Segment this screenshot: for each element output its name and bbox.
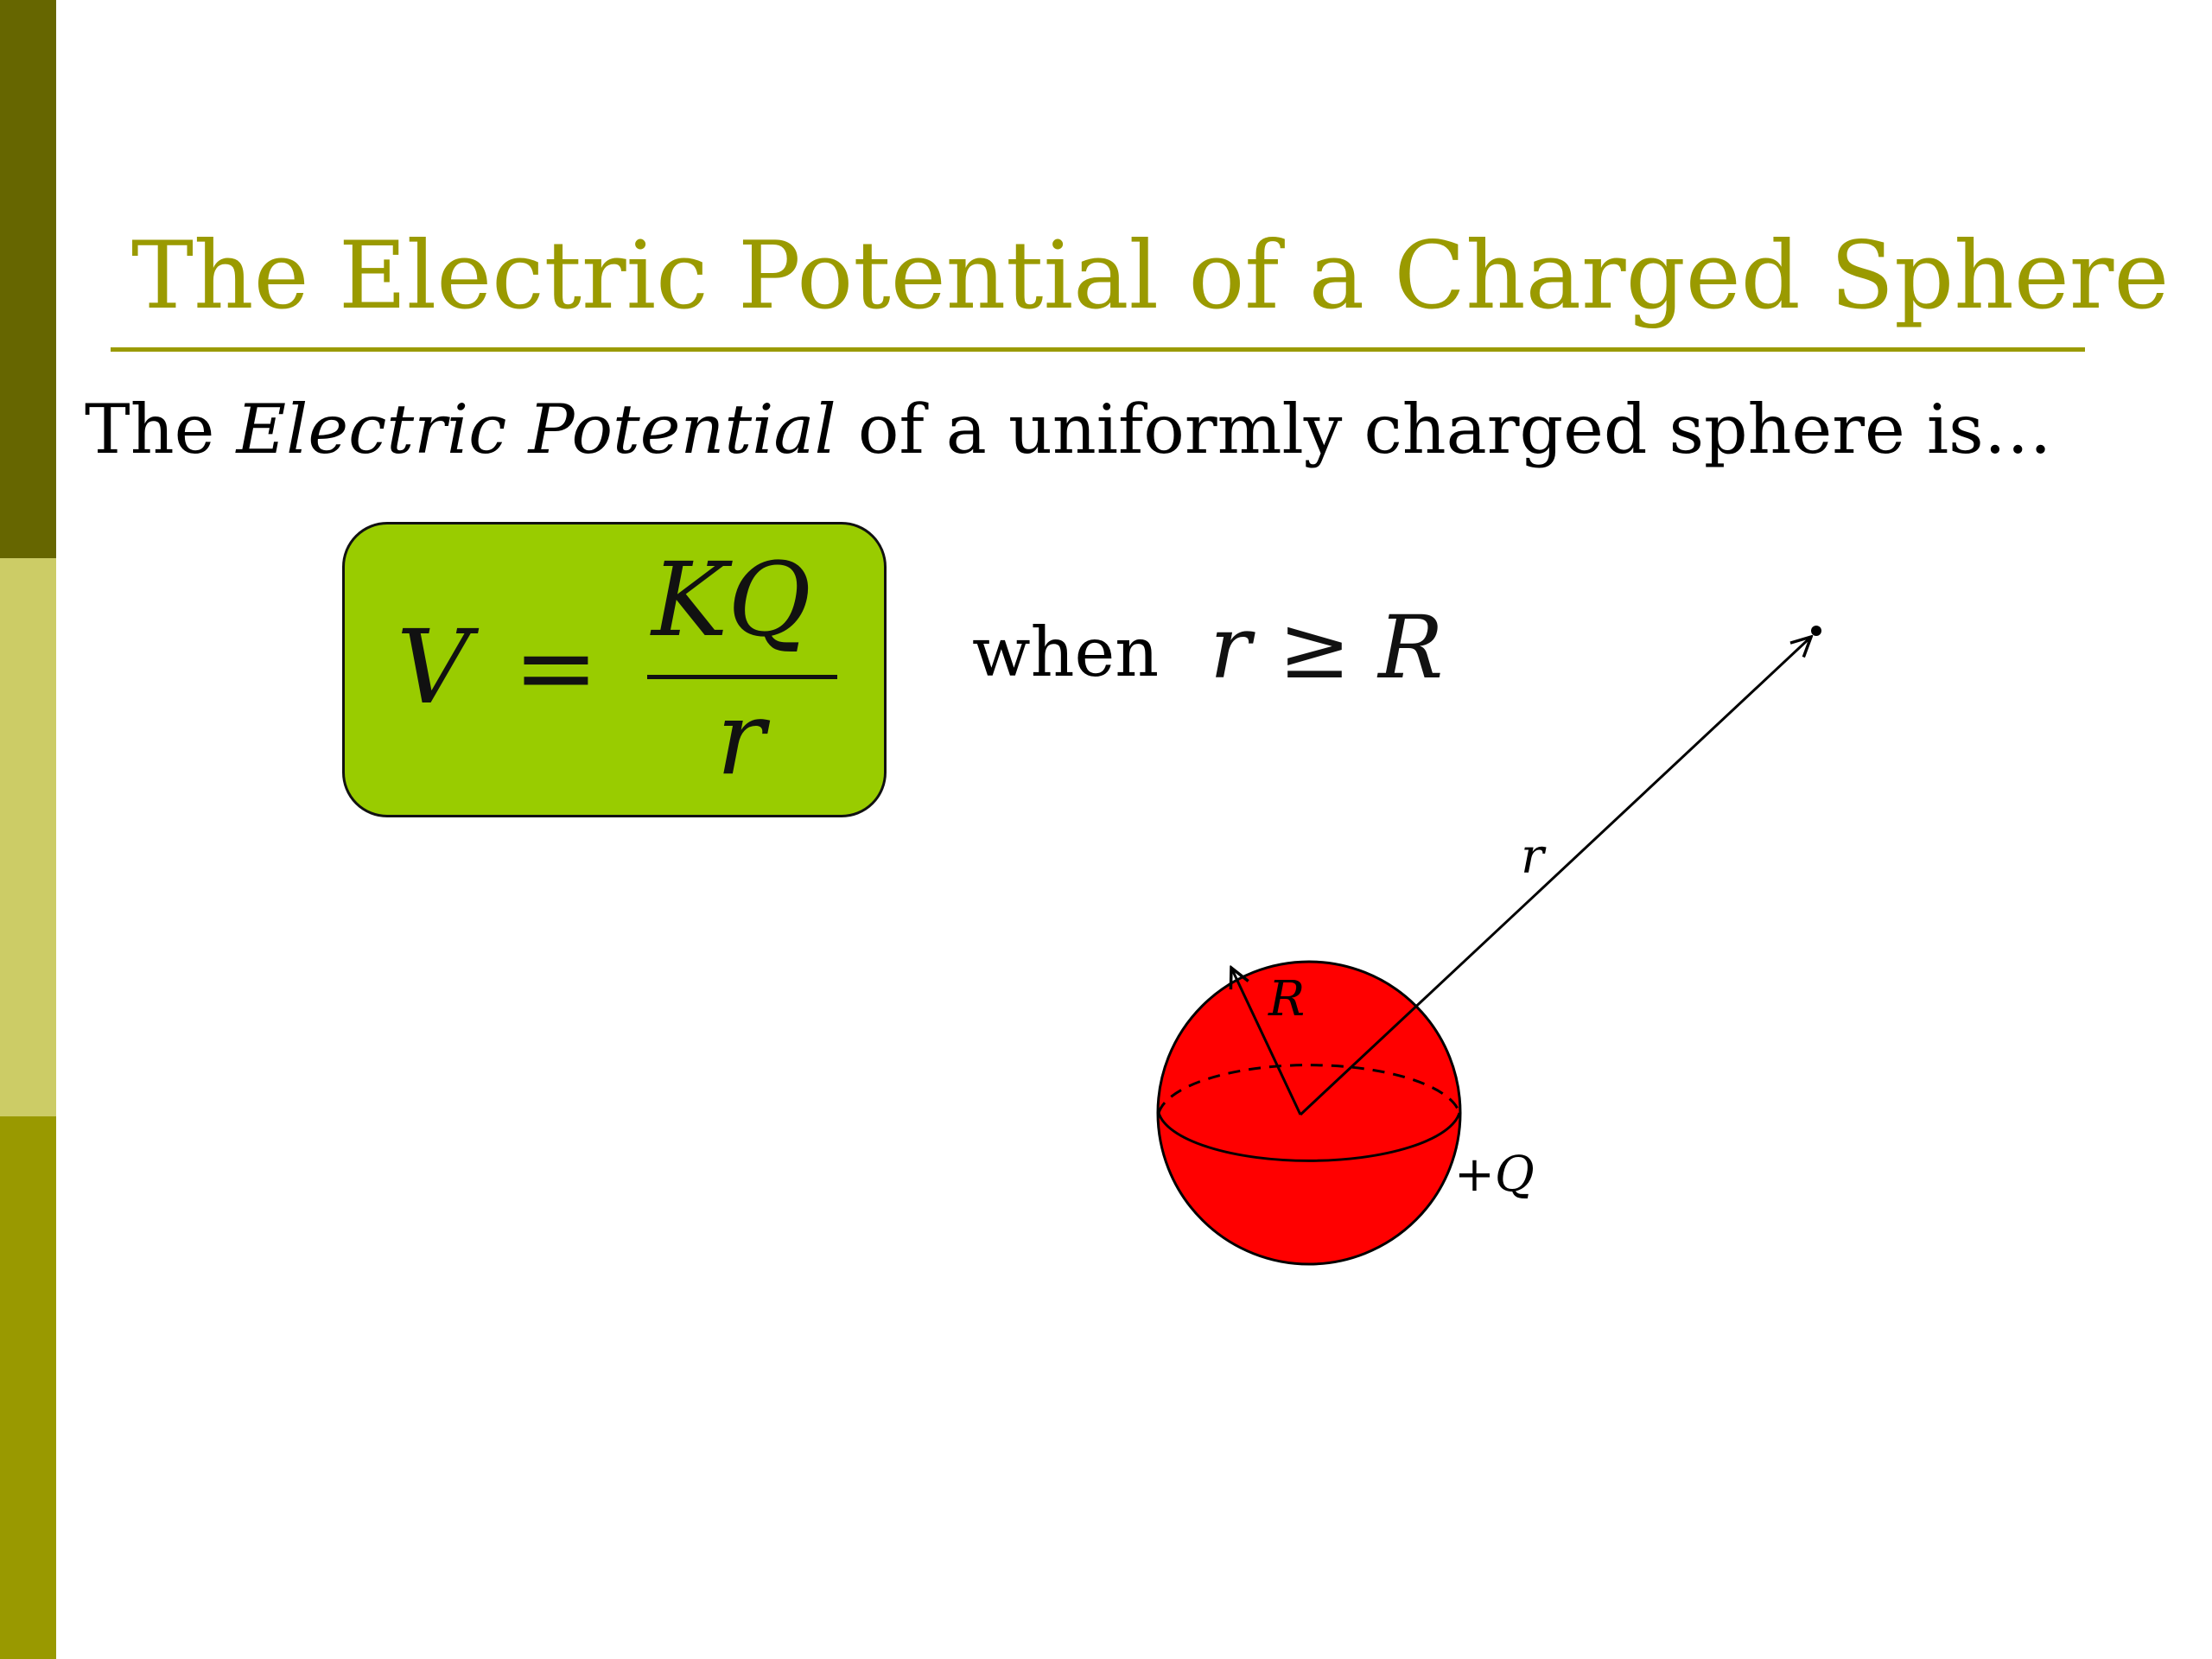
formula-lhs: V: [397, 607, 471, 727]
radius-label: R: [1268, 971, 1305, 1027]
formula-numerator: KQ: [652, 540, 811, 659]
sidebar-segment-bottom: [0, 1116, 56, 1659]
condition-word: when: [972, 613, 1160, 692]
distance-label: r: [1521, 829, 1547, 885]
slide-title: The Electric Potential of a Charged Sphe…: [131, 222, 2170, 330]
formula-box: V = KQ r: [342, 522, 887, 817]
condition-expression: r ≥ R: [1210, 597, 1444, 698]
charge-label: +Q: [1454, 1147, 1535, 1203]
sidebar-segment-top: [0, 0, 56, 558]
sidebar-segment-middle: [0, 558, 56, 1116]
formula-denominator: r: [716, 678, 766, 798]
field-point: [1811, 626, 1821, 636]
body-rest: of a uniformly charged sphere is…: [836, 390, 2052, 469]
body-emphasis: Electric Potential: [236, 390, 836, 469]
sphere-equator-front: [1157, 1112, 1461, 1162]
radius-arrow: [1231, 968, 1302, 1116]
title-underline: [111, 347, 2085, 352]
formula-fraction-bar: [647, 675, 837, 679]
sidebar-accent: [0, 0, 56, 1659]
sphere-equator-back: [1157, 1064, 1461, 1114]
formula-equals: =: [513, 607, 599, 727]
body-sentence: The Electric Potential of a uniformly ch…: [85, 382, 2052, 477]
body-lead: The: [85, 390, 237, 469]
distance-arrow: [1299, 637, 1811, 1116]
